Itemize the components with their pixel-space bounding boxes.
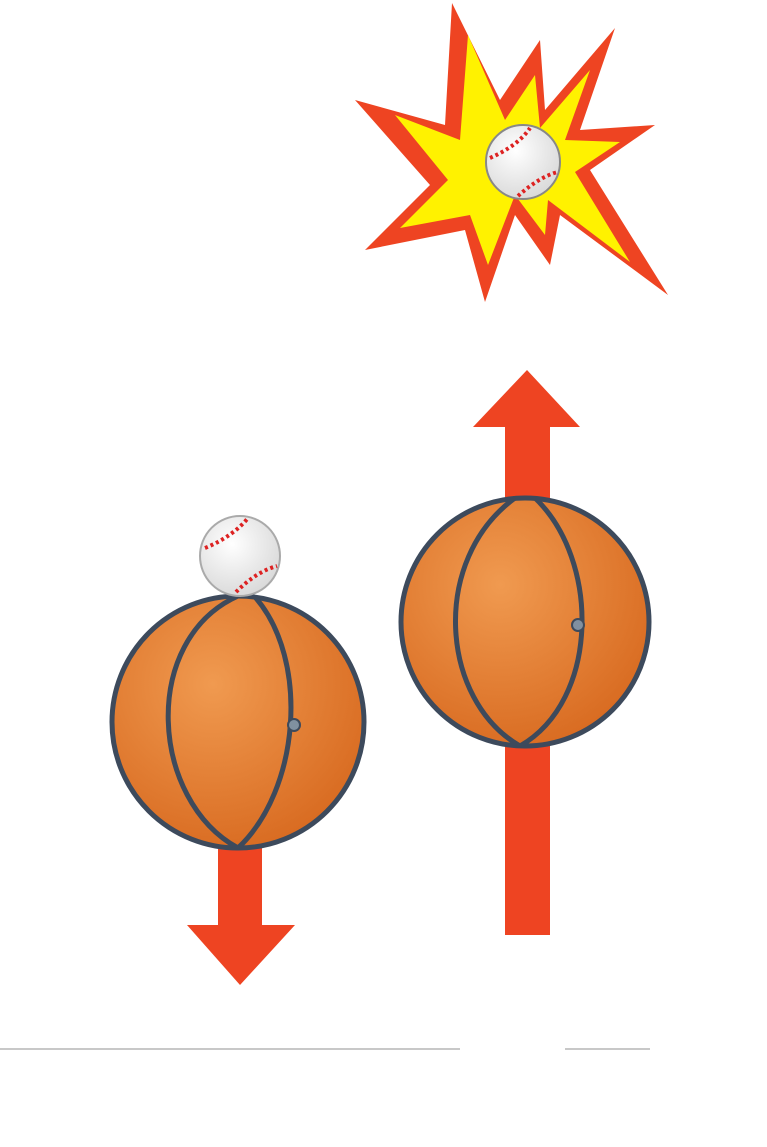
baseball-launched — [485, 124, 561, 200]
basketball-left — [109, 593, 367, 851]
basketball-right — [398, 495, 652, 749]
down-arrow — [187, 830, 295, 985]
baseball-left — [199, 515, 281, 597]
